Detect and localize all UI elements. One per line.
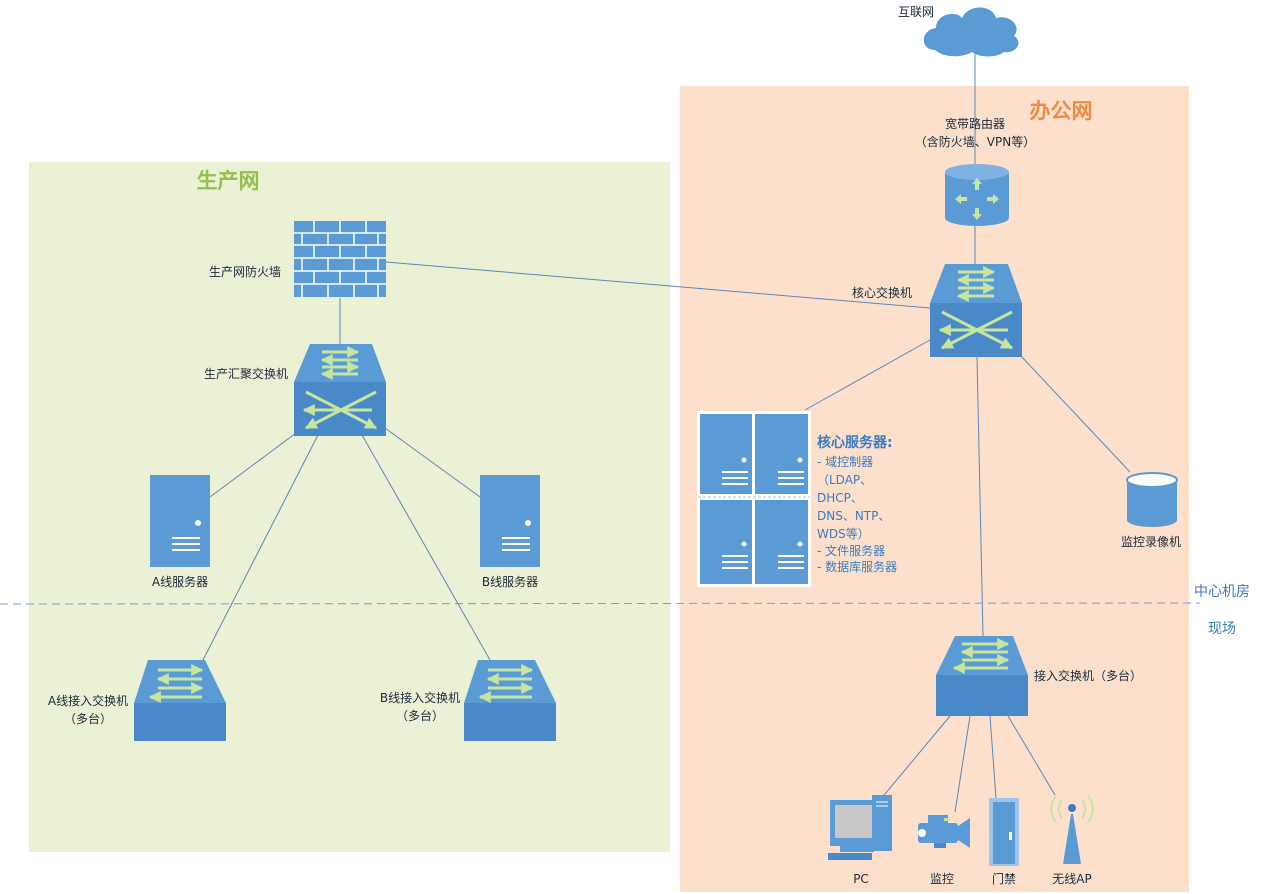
core-switch-icon [930, 264, 1022, 357]
access-b-label-line1: B线接入交换机 [380, 690, 460, 705]
production-zone-title: 生产网 [197, 168, 260, 193]
access-switch-a-icon [134, 660, 226, 741]
database-icon [1126, 472, 1178, 527]
firewall-label: 生产网防火墙 [209, 264, 281, 279]
access-b-label-line2: （多台） [396, 708, 444, 723]
core-servers-line-4: DNS、NTP、 [817, 509, 890, 523]
core-servers-line-6: - 文件服务器 [817, 543, 885, 558]
wifi-ap-label: 无线AP [1052, 872, 1091, 886]
core-servers-line-2: （LDAP、 [817, 473, 872, 487]
cloud-icon [923, 7, 1019, 57]
door-icon [989, 798, 1019, 866]
camera-label: 监控 [930, 872, 954, 886]
router-icon [945, 164, 1009, 226]
access-a-label-line2: （多台） [64, 711, 112, 726]
server-a-label: A线服务器 [152, 574, 208, 589]
nvr-label: 监控录像机 [1121, 535, 1181, 549]
server-b-icon [480, 475, 540, 567]
office-access-switch-icon [936, 636, 1028, 716]
aggregation-switch-icon [294, 344, 386, 436]
core-switch-label: 核心交换机 [852, 285, 912, 300]
camera-icon [918, 815, 970, 848]
router-label-line1: 宽带路由器 [945, 116, 1005, 131]
rack-servers-icon [697, 411, 811, 587]
firewall-icon [294, 221, 386, 297]
core-servers-line-1: - 域控制器 [817, 455, 873, 469]
office-access-label: 接入交换机（多台） [1034, 668, 1142, 683]
onsite-label: 现场 [1208, 621, 1236, 637]
core-servers-line-5: WDS等） [817, 527, 870, 541]
datacenter-label: 中心机房 [1194, 584, 1250, 600]
pc-icon [828, 795, 892, 860]
core-servers-title: 核心服务器: [817, 434, 893, 451]
server-a-icon [150, 475, 210, 567]
core-servers-line-7: - 数据库服务器 [817, 559, 897, 574]
pc-label: PC [853, 872, 869, 886]
agg-switch-label: 生产汇聚交换机 [204, 366, 288, 381]
server-b-label: B线服务器 [482, 574, 538, 589]
wifi-ap-icon [1050, 795, 1094, 864]
datacenter-boundary [0, 602, 1201, 605]
access-a-label-line1: A线接入交换机 [48, 693, 128, 708]
internet-label: 互联网 [898, 5, 934, 19]
router-label-line2: （含防火墙、VPN等） [915, 134, 1035, 149]
links [202, 54, 1131, 813]
office-zone-title: 办公网 [1030, 98, 1093, 123]
core-servers-line-3: DHCP、 [817, 491, 863, 505]
door-label: 门禁 [992, 871, 1016, 886]
access-switch-b-icon [464, 660, 556, 741]
